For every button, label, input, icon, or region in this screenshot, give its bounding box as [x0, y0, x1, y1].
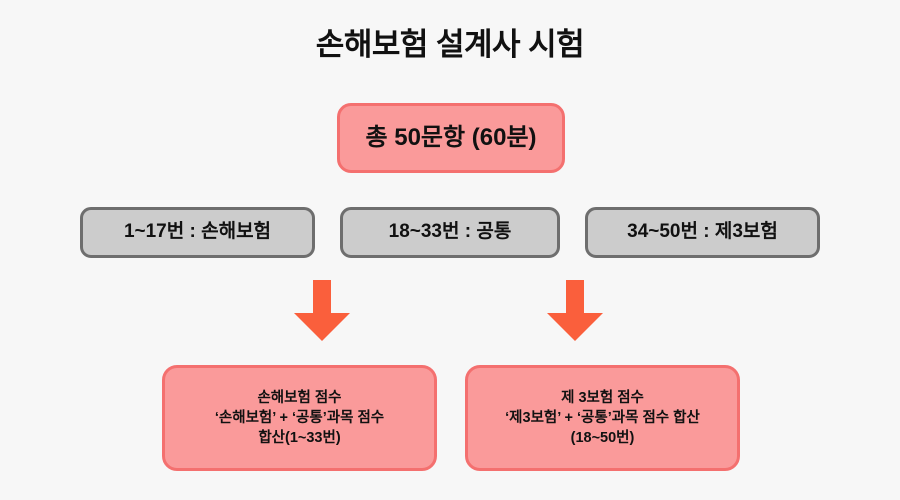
result-line-3: 합산(1~33번)	[258, 430, 341, 446]
result-line-1: 손해보험 점수	[257, 390, 342, 406]
section-label-damage-insurance: 1~17번 : 손해보험	[123, 221, 272, 243]
total-questions-label: 총 50문항 (60분)	[365, 124, 537, 152]
result-line-2: ‘손해보험’ + ‘공통’과목 점수	[214, 410, 385, 426]
result-text-third-insurance: 제 3보험 점수 ‘제3보험’ + ‘공통’과목 점수 합산 (18~50번)	[497, 388, 708, 448]
section-label-third-insurance: 34~50번 : 제3보험	[627, 221, 778, 243]
total-questions-box: 총 50문항 (60분)	[337, 103, 565, 173]
page-title: 손해보험 설계사 시험	[315, 27, 585, 62]
result-line-2: ‘제3보험’ + ‘공통’과목 점수 합산	[505, 410, 700, 426]
result-line-1: 제 3보험 점수	[561, 390, 644, 406]
section-box-common: 18~33번 : 공통	[340, 207, 560, 258]
section-box-damage-insurance: 1~17번 : 손해보험	[80, 207, 315, 258]
section-label-common: 18~33번 : 공통	[388, 221, 512, 243]
result-text-damage-insurance: 손해보험 점수 ‘손해보험’ + ‘공통’과목 점수 합산(1~33번)	[207, 388, 392, 448]
down-arrow-icon-right	[546, 280, 604, 342]
result-box-third-insurance: 제 3보험 점수 ‘제3보험’ + ‘공통’과목 점수 합산 (18~50번)	[465, 365, 740, 471]
result-line-3: (18~50번)	[570, 430, 635, 446]
down-arrow-icon-left	[293, 280, 351, 342]
result-box-damage-insurance: 손해보험 점수 ‘손해보험’ + ‘공통’과목 점수 합산(1~33번)	[162, 365, 437, 471]
section-box-third-insurance: 34~50번 : 제3보험	[585, 207, 820, 258]
